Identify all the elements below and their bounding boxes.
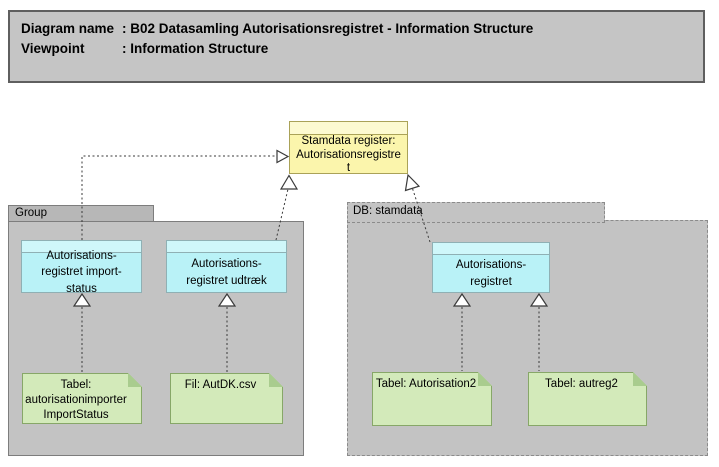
tabel-importstatus-label: Tabel: autorisationimporter ImportStatus <box>25 379 127 421</box>
tabel-autorisation2-label: Tabel: Autorisation2 <box>375 378 477 390</box>
diagram-name-label: Diagram name <box>21 21 115 36</box>
viewpoint-value: Information Structure <box>130 41 269 56</box>
note-fold-corner <box>269 373 283 387</box>
group-container-tab[interactable]: Group <box>8 205 154 222</box>
object-header-band <box>167 241 286 253</box>
note-header-band <box>290 122 407 135</box>
viewpoint-row: Viewpoint: Information Structure <box>21 39 703 59</box>
realization-arrowhead-icon <box>404 173 421 192</box>
node-tabel-autorisation2[interactable]: Tabel: Autorisation2 <box>372 372 492 426</box>
diagram-title-block: Diagram name: B02 Datasamling Autorisati… <box>8 10 705 83</box>
node-autorisationsregistret-importstatus[interactable]: Autorisations- registret import- status <box>21 240 142 295</box>
object-header-band <box>22 241 141 253</box>
fil-autdk-label: Fil: AutDK.csv <box>184 379 257 391</box>
note-fold-corner <box>128 373 142 387</box>
stamdata-register-note-label: Stamdata register: Autorisationsregistre… <box>296 135 401 174</box>
diagram-name-separator: : <box>122 21 131 36</box>
node-tabel-autreg2[interactable]: Tabel: autreg2 <box>528 372 647 426</box>
node-autorisationsregistret-udtraek[interactable]: Autorisations- registret udtræk <box>166 240 287 293</box>
node-fil-autdk-csv[interactable]: Fil: AutDK.csv <box>170 373 283 424</box>
object-header-band <box>433 243 549 255</box>
viewpoint-label: Viewpoint <box>21 41 85 56</box>
realization-arrowhead-icon <box>279 174 299 190</box>
diagram-name-row: Diagram name: B02 Datasamling Autorisati… <box>21 19 703 39</box>
node-autorisationsregistret-db[interactable]: Autorisations- registret <box>432 242 550 293</box>
autorisationsregistret-importstatus-label: Autorisations- registret import- status <box>41 249 122 295</box>
note-fold-corner <box>478 372 492 386</box>
autorisationsregistret-udtraek-label: Autorisations- registret udtræk <box>186 258 267 287</box>
viewpoint-separator: : <box>122 41 131 56</box>
diagram-name-value: B02 Datasamling Autorisationsregistret -… <box>130 21 534 36</box>
node-stamdata-register-note[interactable]: Stamdata register: Autorisationsregistre… <box>289 121 408 174</box>
node-tabel-autorisationimporter-importstatus[interactable]: Tabel: autorisationimporter ImportStatus <box>22 373 142 424</box>
note-fold-corner <box>633 372 647 386</box>
autorisationsregistret-db-label: Autorisations- registret <box>455 259 527 288</box>
realization-arrowhead-icon <box>276 149 290 164</box>
tabel-autreg2-label: Tabel: autreg2 <box>545 378 618 390</box>
db-stamdata-container-tab[interactable]: DB: stamdata <box>347 202 605 223</box>
